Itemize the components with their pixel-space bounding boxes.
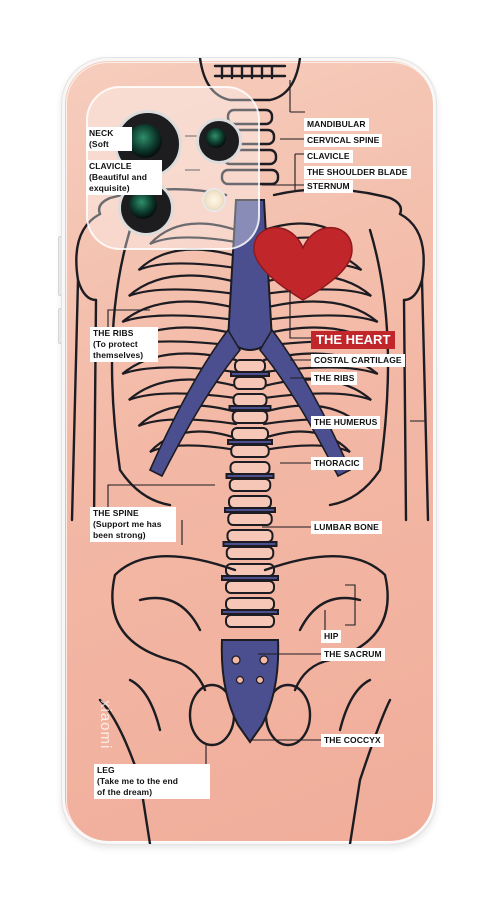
secondary-lens-glass-icon [206,128,226,148]
ribs-left-label: THE RIBS (To protect themselves) [90,327,158,362]
spinal-disc [227,439,273,445]
right-clavicle [272,187,403,216]
spinal-disc [230,371,270,377]
sacrum-label: THE SACRUM [321,648,385,661]
clavicle-left-label: CLAVICLE (Beautiful and exquisite) [86,160,162,195]
neck-label: NECK(Soft [86,127,132,151]
pelvis [98,555,392,844]
spinal-disc [224,507,276,513]
heart-shape [253,226,353,301]
main-lens-glass-icon [128,124,162,158]
rib [149,430,238,453]
left-clavicle [97,187,228,216]
spine-label: THE SPINE (Support me has been strong) [90,507,176,542]
coccyx-label: THE COCCYX [321,734,384,747]
vertebra [225,580,275,594]
humerus-label: THE HUMERUS [311,416,381,429]
thoracic-label: THORACIC [311,457,363,470]
rib [128,274,238,298]
spinal-disc [222,541,278,547]
sternum-label: STERNUM [304,180,353,193]
right-humerus [402,278,430,522]
rib [121,352,238,376]
rib [128,378,238,402]
rib [121,300,238,324]
heart-label: THE HEART [311,331,396,349]
cervical-spine-label: CERVICAL SPINE [304,134,383,147]
rib [137,248,238,272]
vertebra [229,461,271,475]
spinal-disc [225,473,275,479]
rib [262,430,351,453]
vertebra [228,495,272,509]
vertebra [230,444,270,458]
clavicle-label: CLAVICLE [304,150,353,163]
vertebra [225,546,275,560]
ribs-right-label: THE RIBS [311,372,358,385]
flash-icon [202,188,226,212]
left-humerus [70,278,98,522]
spinal-disc [221,575,279,581]
brand-logo: xiaomi [97,700,114,750]
spinal-disc [228,405,272,411]
hip-label: HIP [321,630,342,643]
rib [149,222,238,245]
vertebra [227,512,273,526]
vertebra [225,614,275,628]
rib [262,300,379,324]
vertebra [232,393,268,407]
vertebra [225,597,275,611]
costal-cartilage-label: COSTAL CARTILAGE [311,354,405,367]
vertebra [226,529,274,543]
vertebra [228,478,272,492]
spinal-disc [221,609,279,615]
rib [262,352,379,376]
sacrum-coccyx [220,639,280,744]
vertebra [231,410,269,424]
vertebra [234,359,266,373]
vertebra [231,427,269,441]
leg-label: LEG (Take me to the end of the dream) [94,764,210,799]
lumbar-bone-label: LUMBAR BONE [311,521,382,534]
shoulder-blade-label: THE SHOULDER BLADE [304,166,411,179]
mandibular-label: MANDIBULAR [304,118,369,131]
tertiary-lens-glass-icon [129,191,157,219]
vertebra [233,376,267,390]
